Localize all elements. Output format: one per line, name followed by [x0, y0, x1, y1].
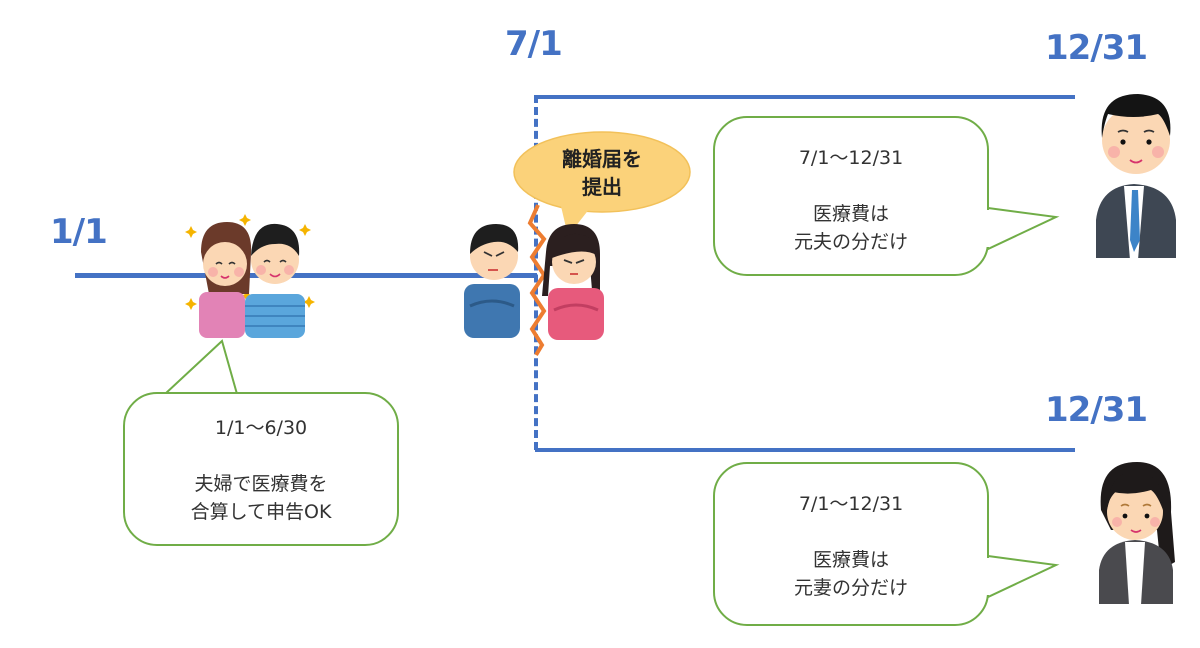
couple-bubble-period: 1/1〜6/30: [214, 417, 308, 439]
crack-icon: [527, 204, 547, 357]
happy-couple-illustration: [185, 214, 315, 338]
husband-bubble-tail: [984, 206, 1060, 251]
divorce-split-line: [534, 95, 538, 450]
arguing-couple-illustration: [464, 224, 604, 340]
timeline-husband: [535, 95, 1075, 99]
date-label-end-wife: 12/31: [1045, 390, 1148, 430]
wife-speech-bubble: 7/1〜12/31 医療費は 元妻の分だけ: [713, 462, 989, 626]
wife-bubble-line1: 医療費は: [812, 549, 889, 571]
divorce-notice-line2: 提出: [582, 175, 622, 199]
timeline-wife: [535, 448, 1075, 452]
couple-bubble-line1: 夫婦で医療費を: [194, 473, 328, 495]
wife-bubble-line2: 元妻の分だけ: [793, 577, 908, 599]
couple-bubble-tail: [162, 339, 239, 398]
sparkle-icon: [185, 214, 315, 310]
husband-bubble-line2: 元夫の分だけ: [793, 231, 908, 253]
divorce-notice-line1: 離婚届を: [562, 147, 642, 171]
businesswoman-illustration: [1099, 462, 1175, 605]
timeline-married: [75, 273, 537, 278]
wife-bubble-tail: [984, 554, 1060, 599]
date-label-end-husband: 12/31: [1045, 28, 1148, 68]
date-label-divorce: 7/1: [505, 24, 563, 64]
couple-speech-bubble: 1/1〜6/30 夫婦で医療費を 合算して申告OK: [123, 392, 399, 546]
husband-bubble-period: 7/1〜12/31: [798, 147, 904, 169]
wife-bubble-period: 7/1〜12/31: [798, 493, 904, 515]
husband-bubble-line1: 医療費は: [812, 203, 889, 225]
divorce-notice-text: 離婚届を 提出: [512, 145, 692, 201]
couple-bubble-line2: 合算して申告OK: [190, 501, 332, 523]
date-label-start: 1/1: [50, 212, 108, 252]
businessman-illustration: [1096, 94, 1176, 260]
husband-speech-bubble: 7/1〜12/31 医療費は 元夫の分だけ: [713, 116, 989, 276]
divorce-notice-bubble: [513, 131, 691, 236]
